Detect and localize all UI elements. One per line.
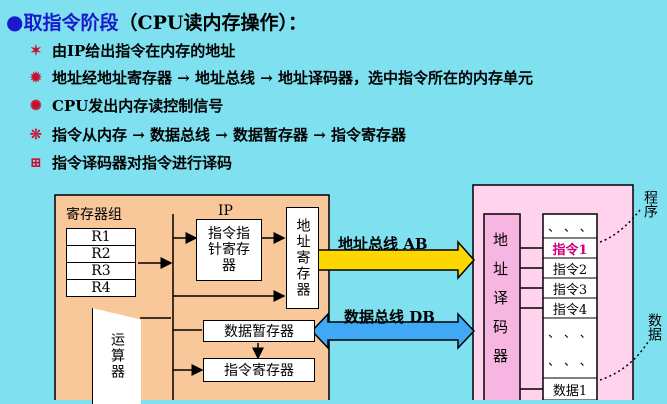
memory-cell: 数据1 [552, 383, 588, 399]
memory-cell: 指令2 [552, 262, 588, 278]
bullet-text: CPU发出内存读控制信号 [52, 97, 224, 115]
program-brace [599, 209, 641, 243]
data-label: 数据 [646, 313, 662, 341]
instruction-register: 指令寄存器 [203, 358, 315, 382]
sun-icon: ✹ [30, 69, 42, 86]
memory-cells [542, 213, 598, 400]
alu-label: 运算器 [109, 332, 125, 380]
alu-box: 运算器 [92, 308, 141, 404]
bullet-text: 指令译码器对指令进行译码 [52, 154, 233, 172]
snowflake-icon: ❊ [30, 126, 42, 143]
data-bus-label: 数据总线 DB [344, 308, 435, 326]
bullet-item: ❊ 指令从内存 → 数据总线 → 数据暂存器 → 指令寄存器 [30, 124, 406, 145]
data-buffer-register: 数据暂存器 [203, 320, 315, 342]
data-bus-arrow [310, 312, 476, 350]
memory-cell: 、 、 、 [548, 325, 592, 340]
register-r2: R2 [66, 245, 136, 263]
bullet-text: 由IP给出指令在内存的地址 [52, 42, 236, 60]
address-bus-label: 地址总线 AB [338, 235, 428, 253]
grid-icon: ⊞ [30, 154, 42, 171]
bullet-item: ✺ CPU发出内存读控制信号 [30, 95, 223, 116]
memory-cell: 、 、 、 [548, 353, 592, 368]
address-register-box: 地址寄存器 [286, 207, 319, 309]
bullet-text: 地址经地址寄存器 → 地址总线 → 地址译码器，选中指令所在的内存单元 [52, 69, 534, 87]
program-label: 程序 [642, 190, 658, 218]
register-group-label: 寄存器组 [66, 207, 122, 223]
memory-cell: 、 、 、 [548, 219, 592, 234]
bullet-text: 指令从内存 → 数据总线 → 数据暂存器 → 指令寄存器 [52, 126, 407, 144]
register-r4: R4 [66, 279, 136, 297]
ip-label: IP [218, 203, 233, 219]
bullet-item: ✶ 由IP给出指令在内存的地址 [30, 40, 235, 61]
gear-icon: ✺ [30, 97, 42, 114]
slide-title: ●取指令阶段（CPU读内存操作）： [6, 8, 307, 35]
memory-cell: 指令4 [552, 302, 588, 318]
bullet-dot-icon: ● [6, 10, 24, 34]
bullet-item: ⊞ 指令译码器对指令进行译码 [30, 152, 232, 173]
address-decoder-label: 地址译码器 [491, 232, 509, 377]
bullet-item: ✹ 地址经地址寄存器 → 地址总线 → 地址译码器，选中指令所在的内存单元 [30, 67, 533, 88]
title-main: 取指令阶段 [23, 12, 119, 34]
data-brace [599, 341, 649, 381]
address-bus-arrow [317, 240, 476, 280]
memory-cell: 指令3 [552, 282, 588, 298]
ip-register-box: 指令指针寄存器 [196, 219, 262, 281]
decoder-box [483, 213, 521, 400]
title-sub: （CPU读内存操作）： [118, 12, 307, 34]
star-icon: ✶ [30, 42, 42, 59]
register-r1: R1 [66, 228, 136, 246]
register-r3: R3 [66, 262, 136, 280]
memory-cell-instruction1: 指令1 [552, 242, 588, 258]
